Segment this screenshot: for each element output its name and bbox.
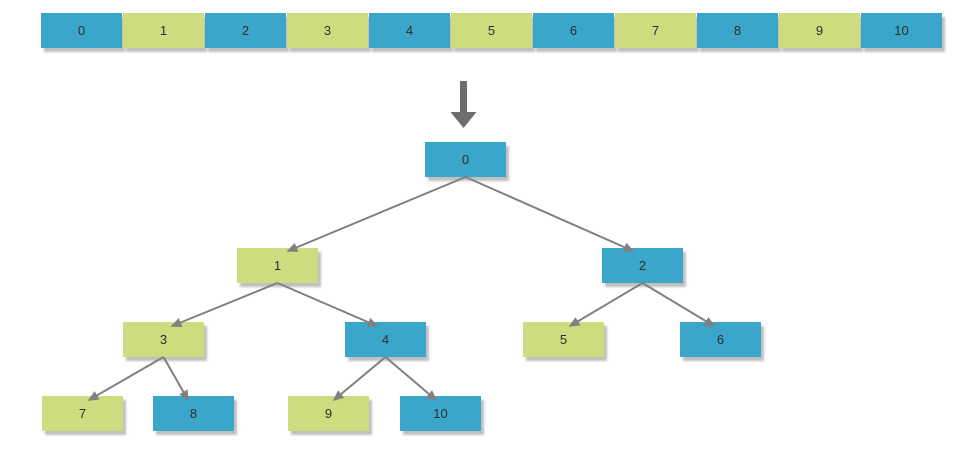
tree-node-2: 2 xyxy=(602,248,683,283)
array-cell-4: 4 xyxy=(369,13,450,48)
array-cell-3: 3 xyxy=(287,13,368,48)
down-arrow-icon xyxy=(450,81,477,128)
tree-node-9: 9 xyxy=(288,396,369,431)
edge-4-10 xyxy=(384,356,438,402)
tree-node-3: 3 xyxy=(123,322,204,357)
array-cell-5: 5 xyxy=(451,13,532,48)
array-cell-10: 10 xyxy=(861,13,942,48)
edge-0-2 xyxy=(465,176,635,252)
array-cell-9: 9 xyxy=(779,13,860,48)
array-cell-2: 2 xyxy=(205,13,286,48)
edge-2-5 xyxy=(568,282,644,327)
tree-node-1: 1 xyxy=(237,248,318,283)
array-cell-8: 8 xyxy=(697,13,778,48)
edge-4-9 xyxy=(332,356,387,402)
edge-3-8 xyxy=(162,356,189,402)
tree-node-4: 4 xyxy=(345,322,426,357)
array-cell-1: 1 xyxy=(123,13,204,48)
array-cell-0: 0 xyxy=(41,13,122,48)
array-cell-7: 7 xyxy=(615,13,696,48)
array-cell-6: 6 xyxy=(533,13,614,48)
tree-node-0: 0 xyxy=(425,142,506,177)
edge-1-3 xyxy=(170,282,278,327)
tree-node-5: 5 xyxy=(523,322,604,357)
tree-node-10: 10 xyxy=(400,396,481,431)
edge-3-7 xyxy=(87,356,164,401)
tree-node-8: 8 xyxy=(153,396,234,431)
edge-1-4 xyxy=(277,282,379,327)
edge-0-1 xyxy=(286,176,466,252)
tree-node-7: 7 xyxy=(42,396,123,431)
array-row: 0 1 2 3 4 5 6 7 8 9 10 xyxy=(41,13,942,48)
tree-node-6: 6 xyxy=(680,322,761,357)
edge-2-6 xyxy=(641,282,716,327)
